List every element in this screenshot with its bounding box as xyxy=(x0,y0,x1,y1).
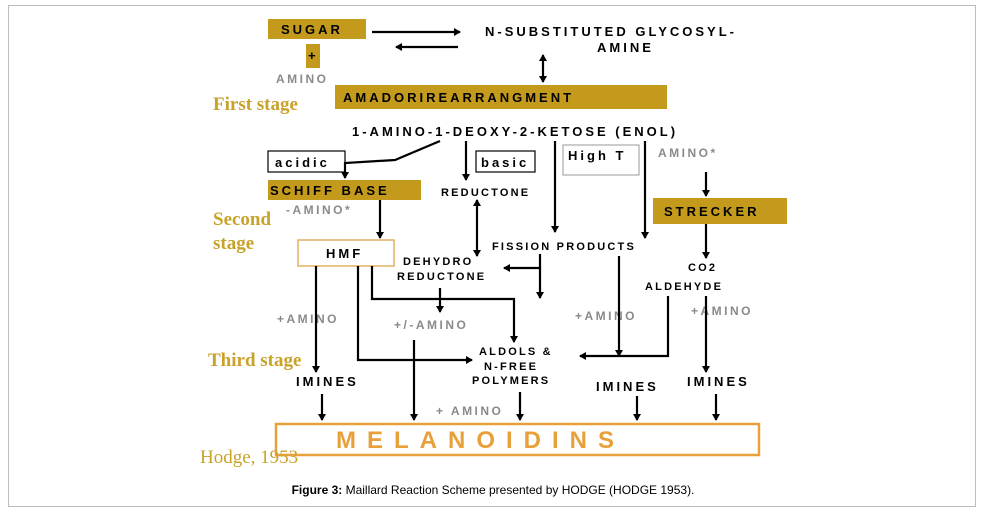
stage-second-1: Second xyxy=(213,209,272,230)
imines-left: IMINES xyxy=(296,374,359,389)
arrows xyxy=(312,28,720,421)
co2-label: CO2 xyxy=(688,262,717,274)
acidic-box xyxy=(267,150,346,173)
imines-mid: IMINES xyxy=(596,379,659,394)
hmf-box xyxy=(297,239,395,267)
hmf-label: HMF xyxy=(326,246,363,261)
plus-amino-right: +AMINO xyxy=(691,304,753,318)
glycosylamine-label-1: N-SUBSTITUTED GLYCOSYL- xyxy=(485,24,737,39)
strecker-box xyxy=(653,198,787,224)
dehydro-reductone-label: REDUCTONE xyxy=(397,271,486,283)
high-t-box xyxy=(562,144,640,176)
arrow-aldehyde-to-aldols xyxy=(579,296,670,360)
melanoidins-label: MELANOIDINS xyxy=(336,427,625,454)
amadori-label: AMADORIREARRANGMENT xyxy=(343,90,574,105)
plus-amino-bottom: + AMINO xyxy=(436,404,503,418)
arrow-hmf-to-aldols-lower xyxy=(356,266,473,364)
reductone-label: REDUCTONE xyxy=(441,187,530,199)
hodge-credit: Hodge, 1953 xyxy=(200,447,298,468)
plus-amino-mid: +AMINO xyxy=(575,309,637,323)
basic-label: basic xyxy=(481,155,529,170)
aldols-label-1: ALDOLS & xyxy=(479,346,553,358)
fission-products-label: FISSION PRODUCTS xyxy=(492,241,636,253)
amadori-box xyxy=(335,85,667,109)
melanoidins-box xyxy=(274,422,761,457)
stage-third: Third stage xyxy=(208,350,301,371)
acidic-label: acidic xyxy=(275,155,330,170)
sugar-box xyxy=(268,19,366,39)
ketose-label: 1-AMINO-1-DEOXY-2-KETOSE (ENOL) xyxy=(352,124,678,139)
plus-amino-left: +AMINO xyxy=(277,312,339,326)
schiff-base-box xyxy=(268,180,421,200)
aldols-label-2: N-FREE xyxy=(484,361,538,373)
amino-label: AMINO xyxy=(276,72,329,86)
amino-star-right: AMINO* xyxy=(658,146,718,160)
amino-star-left: -AMINO* xyxy=(286,203,352,217)
dehydro-label: DEHYDRO xyxy=(403,256,473,268)
schiff-base-label: SCHIFF BASE xyxy=(270,183,390,198)
plus-label: + xyxy=(308,48,319,63)
arrow-hmf-to-aldols xyxy=(370,266,518,343)
sugar-label: SUGAR xyxy=(281,22,343,37)
plus-minus-amino: +/-AMINO xyxy=(394,318,468,332)
aldols-label-3: POLYMERS xyxy=(472,375,550,387)
arrow-ketose-to-schiff xyxy=(341,139,441,179)
stage-first: First stage xyxy=(213,94,298,115)
arrow-fission-to-dehydro xyxy=(503,254,542,272)
strecker-label: STRECKER xyxy=(664,204,760,219)
aldehyde-label: ALDEHYDE xyxy=(645,281,723,293)
stage-second-2: stage xyxy=(213,233,254,254)
caption-label: Figure 3: xyxy=(292,483,343,497)
imines-right: IMINES xyxy=(687,374,750,389)
basic-box xyxy=(475,150,536,173)
plus-box xyxy=(306,44,320,68)
caption-text: Maillard Reaction Scheme presented by HO… xyxy=(342,483,694,497)
figure-caption: Figure 3: Maillard Reaction Scheme prese… xyxy=(292,483,695,497)
glycosylamine-label-2: AMINE xyxy=(597,40,654,55)
high-t-label: High T xyxy=(568,148,626,163)
